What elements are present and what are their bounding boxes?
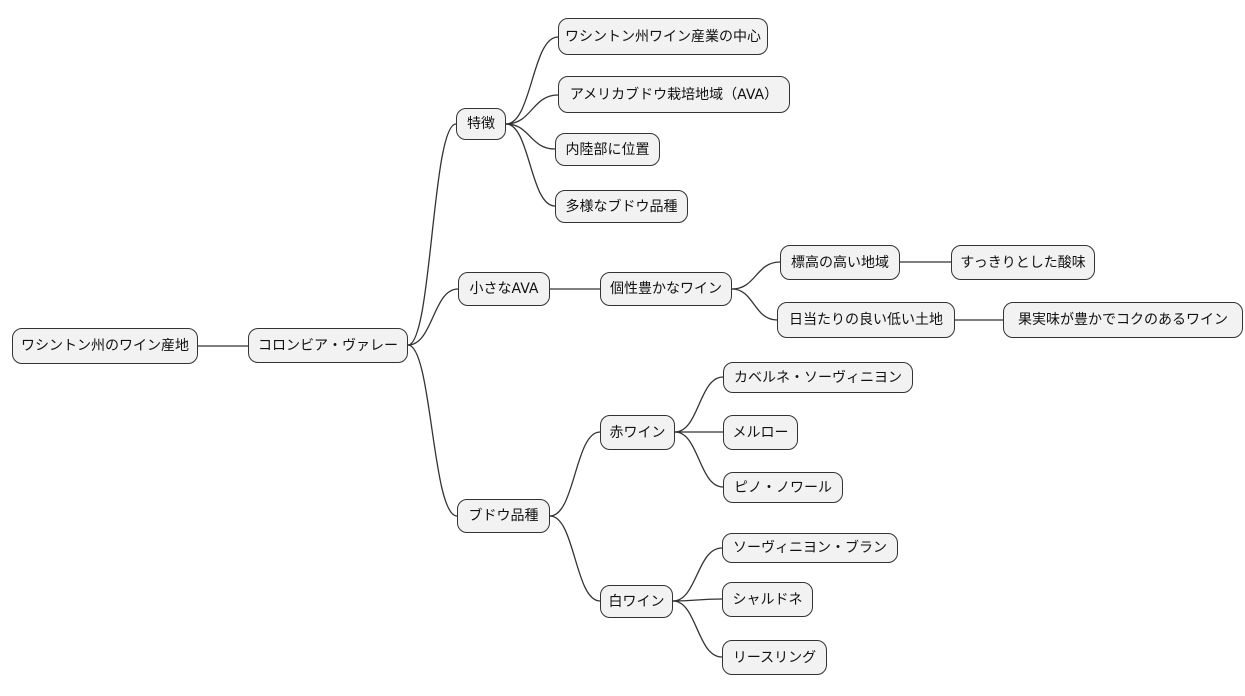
- node-feature-wine-industry-center: ワシントン州ワイン産業の中心: [558, 18, 768, 55]
- edge-white-chardonnay: [672, 598, 723, 602]
- edge-columbia-grape-varieties: [407, 344, 458, 517]
- node-white-wine: 白ワイン: [600, 585, 673, 618]
- edge-columbia-features: [407, 123, 457, 346]
- edge-white-sauvignon-blanc: [672, 547, 723, 602]
- edge-white-riesling: [672, 600, 723, 658]
- node-columbia-valley: コロンビア・ヴァレー: [248, 328, 408, 363]
- node-merlot: メルロー: [723, 415, 798, 450]
- node-features: 特徴: [456, 108, 506, 140]
- edge-red-cabernet: [674, 376, 724, 433]
- node-red-wine: 赤ワイン: [600, 415, 675, 450]
- node-grape-varieties: ブドウ品種: [457, 499, 550, 533]
- node-root: ワシントン州のワイン産地: [12, 328, 198, 364]
- node-feature-grape-variety: 多様なブドウ品種: [555, 190, 688, 223]
- edge-red-pinot: [674, 431, 724, 488]
- edge-features-inland: [505, 123, 556, 150]
- node-fruity-rich-wine: 果実味が豊かでコクのあるワイン: [1003, 302, 1243, 338]
- node-small-ava: 小さなAVA: [458, 272, 550, 306]
- node-cabernet-sauvignon: カベルネ・ソーヴィニヨン: [723, 362, 913, 393]
- edge-features-industry-center: [505, 36, 559, 125]
- node-chardonnay: シャルドネ: [722, 582, 813, 617]
- edge-grapes-white-wine: [549, 515, 601, 602]
- node-pinot-noir: ピノ・ノワール: [723, 472, 843, 503]
- edge-grapes-red-wine: [549, 431, 601, 517]
- edge-features-ava: [505, 94, 559, 125]
- node-feature-inland: 内陸部に位置: [555, 133, 660, 166]
- node-sunny-lowland: 日当たりの良い低い土地: [777, 302, 955, 338]
- edge-columbia-small-ava: [407, 288, 459, 346]
- edge-distinctive-sunny-lowland: [731, 288, 778, 321]
- edge-distinctive-high-elevation: [731, 261, 781, 290]
- node-riesling: リースリング: [722, 640, 827, 675]
- node-high-elevation: 標高の高い地域: [780, 245, 900, 280]
- node-feature-ava: アメリカブドウ栽培地域（AVA）: [558, 76, 790, 113]
- node-sauvignon-blanc: ソーヴィニヨン・ブラン: [722, 533, 898, 563]
- edge-features-grape-variety: [505, 123, 556, 207]
- node-crisp-acidity: すっきりとした酸味: [951, 245, 1095, 280]
- node-distinctive-wine: 個性豊かなワイン: [600, 272, 732, 306]
